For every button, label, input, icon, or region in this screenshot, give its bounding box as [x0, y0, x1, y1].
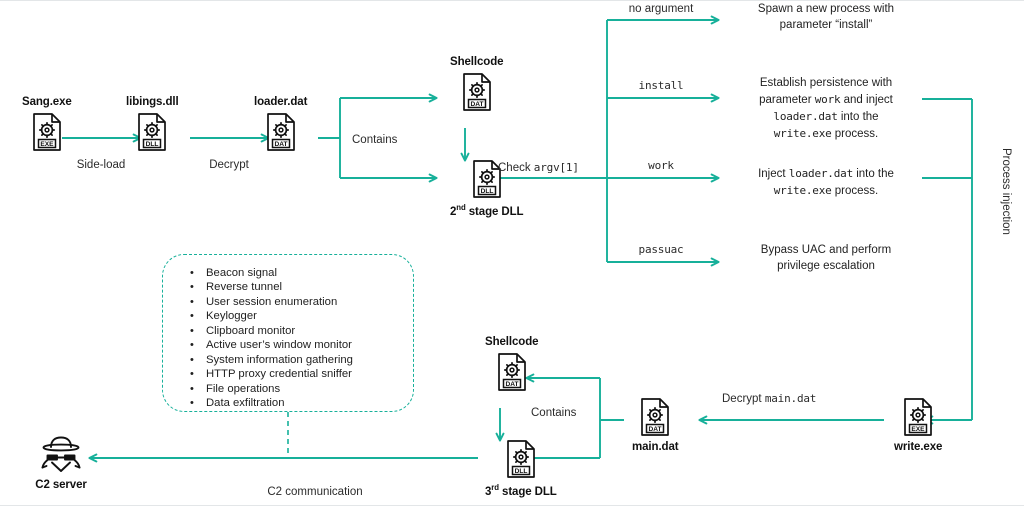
- file-dll-icon: DLL: [472, 160, 502, 198]
- bullet-icon: •: [190, 295, 194, 308]
- file-exe-icon: EXE: [32, 113, 62, 151]
- node-libings-dll[interactable]: libings.dll DLL: [126, 96, 179, 151]
- edge-label-process-injection: Process injection: [1000, 148, 1012, 235]
- outcome-install-line3: loader.dat into the: [773, 109, 879, 123]
- file-dat-icon: DAT: [497, 353, 527, 391]
- svg-text:DLL: DLL: [146, 141, 159, 148]
- capability-item-label: Keylogger: [206, 310, 257, 323]
- node-stage3-dll-label: 3rd stage DLL: [485, 483, 557, 498]
- edge-label-decrypt-maindat: Decrypt main.dat: [722, 392, 817, 405]
- node-libings-dll-label: libings.dll: [126, 96, 179, 108]
- capability-item-label: File operations: [206, 382, 281, 395]
- node-stage3-dll[interactable]: DLL 3rd stage DLL: [485, 440, 557, 498]
- node-stage2-dll-label: 2nd stage DLL: [450, 203, 524, 218]
- branch-label-install: install: [638, 79, 684, 92]
- outcome-passuac: Bypass UAC and perform privilege escalat…: [728, 243, 924, 275]
- bullet-icon: •: [190, 310, 194, 323]
- node-stage2-dll[interactable]: DLL 2nd stage DLL: [450, 160, 524, 218]
- node-shellcode-bottom-label: Shellcode: [485, 336, 539, 348]
- bullet-icon: •: [190, 353, 194, 366]
- capability-item-label: Clipboard monitor: [206, 324, 296, 337]
- capability-item: • Clipboard monitor: [190, 324, 420, 338]
- edge-label-c2-communication: C2 communication: [267, 486, 363, 498]
- edge-label-check-argv: Check argv[1]: [498, 161, 579, 174]
- spy-hacker-icon: [34, 434, 88, 474]
- outcome-no-argument-line1: Spawn a new process with: [757, 3, 895, 15]
- svg-text:DAT: DAT: [470, 101, 483, 108]
- node-c2-server-label: C2 server: [35, 479, 87, 491]
- svg-text:DLL: DLL: [480, 188, 493, 195]
- capability-item-label: System information gathering: [206, 353, 353, 366]
- svg-text:DAT: DAT: [505, 381, 518, 388]
- svg-text:EXE: EXE: [912, 426, 926, 433]
- node-main-dat[interactable]: DAT main.dat: [632, 398, 679, 453]
- edge-label-contains-top: Contains: [352, 134, 398, 146]
- bullet-icon: •: [190, 382, 194, 395]
- outcome-work-line1: Inject loader.dat into the: [758, 167, 894, 180]
- capability-item-label: Active user’s window monitor: [206, 339, 352, 352]
- outcome-install-line2: parameter work and inject: [759, 92, 893, 106]
- svg-text:DAT: DAT: [274, 141, 287, 148]
- capability-item-label: Data exfiltration: [206, 397, 285, 410]
- edge-label-sideload: Side-load: [76, 159, 126, 171]
- outcome-install-line1: Establish persistence with: [759, 77, 893, 89]
- node-shellcode-bottom[interactable]: Shellcode DAT: [485, 336, 539, 391]
- outcome-install: Establish persistence with parameter wor…: [728, 76, 924, 142]
- capability-item: • System information gathering: [190, 353, 420, 367]
- bullet-icon: •: [190, 267, 194, 279]
- outcome-install-line4: write.exe process.: [773, 126, 879, 140]
- capabilities-list: • Beacon signal • Reverse tunnel • User sessi…: [190, 266, 420, 411]
- node-loader-dat[interactable]: loader.dat DAT: [254, 96, 307, 151]
- node-main-dat-label: main.dat: [632, 441, 679, 453]
- bullet-icon: •: [190, 397, 194, 410]
- outcome-work-line2: write.exe process.: [773, 183, 879, 197]
- capability-item: • Keylogger: [190, 309, 420, 323]
- capabilities-box: [162, 254, 414, 412]
- branch-label-no-argument: no argument: [628, 3, 694, 15]
- node-loader-dat-label: loader.dat: [254, 96, 308, 108]
- file-dat-icon: DAT: [640, 398, 670, 436]
- node-c2-server[interactable]: C2 server: [34, 434, 88, 491]
- file-exe-icon: EXE: [903, 398, 933, 436]
- svg-text:DLL: DLL: [514, 468, 527, 475]
- outcome-passuac-line2: privilege escalation: [777, 259, 875, 272]
- capability-item: • Data exfiltration: [190, 396, 420, 410]
- bullet-icon: •: [190, 324, 194, 337]
- capability-item: • HTTP proxy credential sniffer: [190, 367, 420, 381]
- node-write-exe[interactable]: EXE write.exe: [894, 398, 942, 453]
- branch-label-passuac: passuac: [638, 243, 684, 256]
- capability-item-label: HTTP proxy credential sniffer: [206, 368, 352, 381]
- node-sang-exe-label: Sang.exe: [22, 96, 72, 108]
- svg-text:EXE: EXE: [40, 141, 54, 148]
- file-dll-icon: DLL: [506, 440, 536, 478]
- capability-item-label: User session enumeration: [206, 295, 338, 308]
- bullet-icon: •: [190, 339, 194, 352]
- file-dat-icon: DAT: [462, 73, 492, 111]
- svg-text:DAT: DAT: [649, 426, 662, 433]
- capability-item: • Reverse tunnel: [190, 280, 420, 294]
- edge-label-contains-bottom: Contains: [531, 407, 577, 419]
- bullet-icon: •: [190, 368, 194, 381]
- node-shellcode-top-label: Shellcode: [450, 56, 504, 68]
- capability-item-label: Beacon signal: [206, 267, 277, 279]
- file-dll-icon: DLL: [137, 113, 167, 151]
- branch-label-work: work: [648, 159, 674, 172]
- edge-label-decrypt: Decrypt: [209, 159, 249, 171]
- outcome-work: Inject loader.dat into the write.exe pro…: [728, 166, 924, 200]
- node-write-exe-label: write.exe: [894, 441, 943, 453]
- capability-item: • File operations: [190, 382, 420, 396]
- bullet-icon: •: [190, 281, 194, 294]
- capability-item: • Beacon signal: [190, 266, 420, 280]
- outcome-no-argument: Spawn a new process with parameter “inst…: [728, 2, 924, 34]
- file-dat-icon: DAT: [266, 113, 296, 151]
- outcome-passuac-line1: Bypass UAC and perform: [760, 244, 892, 256]
- node-shellcode-top[interactable]: Shellcode DAT: [450, 56, 504, 111]
- capability-item: • User session enumeration: [190, 295, 420, 309]
- node-sang-exe[interactable]: Sang.exe EXE: [22, 96, 72, 151]
- outcome-no-argument-line2: parameter “install”: [779, 18, 873, 31]
- capability-item-label: Reverse tunnel: [206, 281, 282, 294]
- capability-item: • Active user’s window monitor: [190, 338, 420, 352]
